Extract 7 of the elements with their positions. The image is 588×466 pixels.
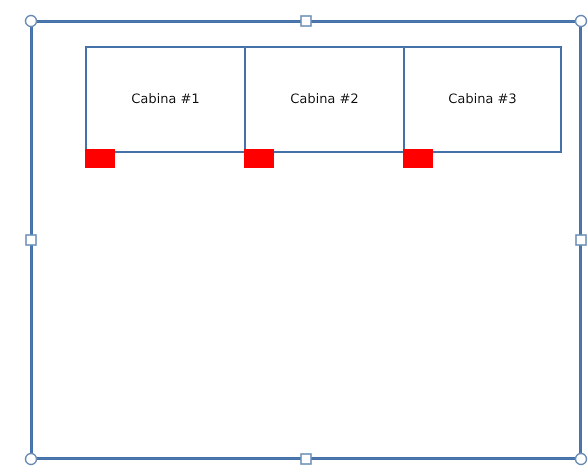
cabin-box: [244, 46, 405, 153]
cabin-label: Cabina #2: [290, 92, 359, 107]
cabin-box: [403, 46, 562, 153]
cabin-label: Cabina #1: [131, 92, 200, 107]
cabin-box: [85, 46, 246, 153]
frame-box: [30, 20, 582, 460]
cabin-label: Cabina #3: [448, 92, 517, 107]
